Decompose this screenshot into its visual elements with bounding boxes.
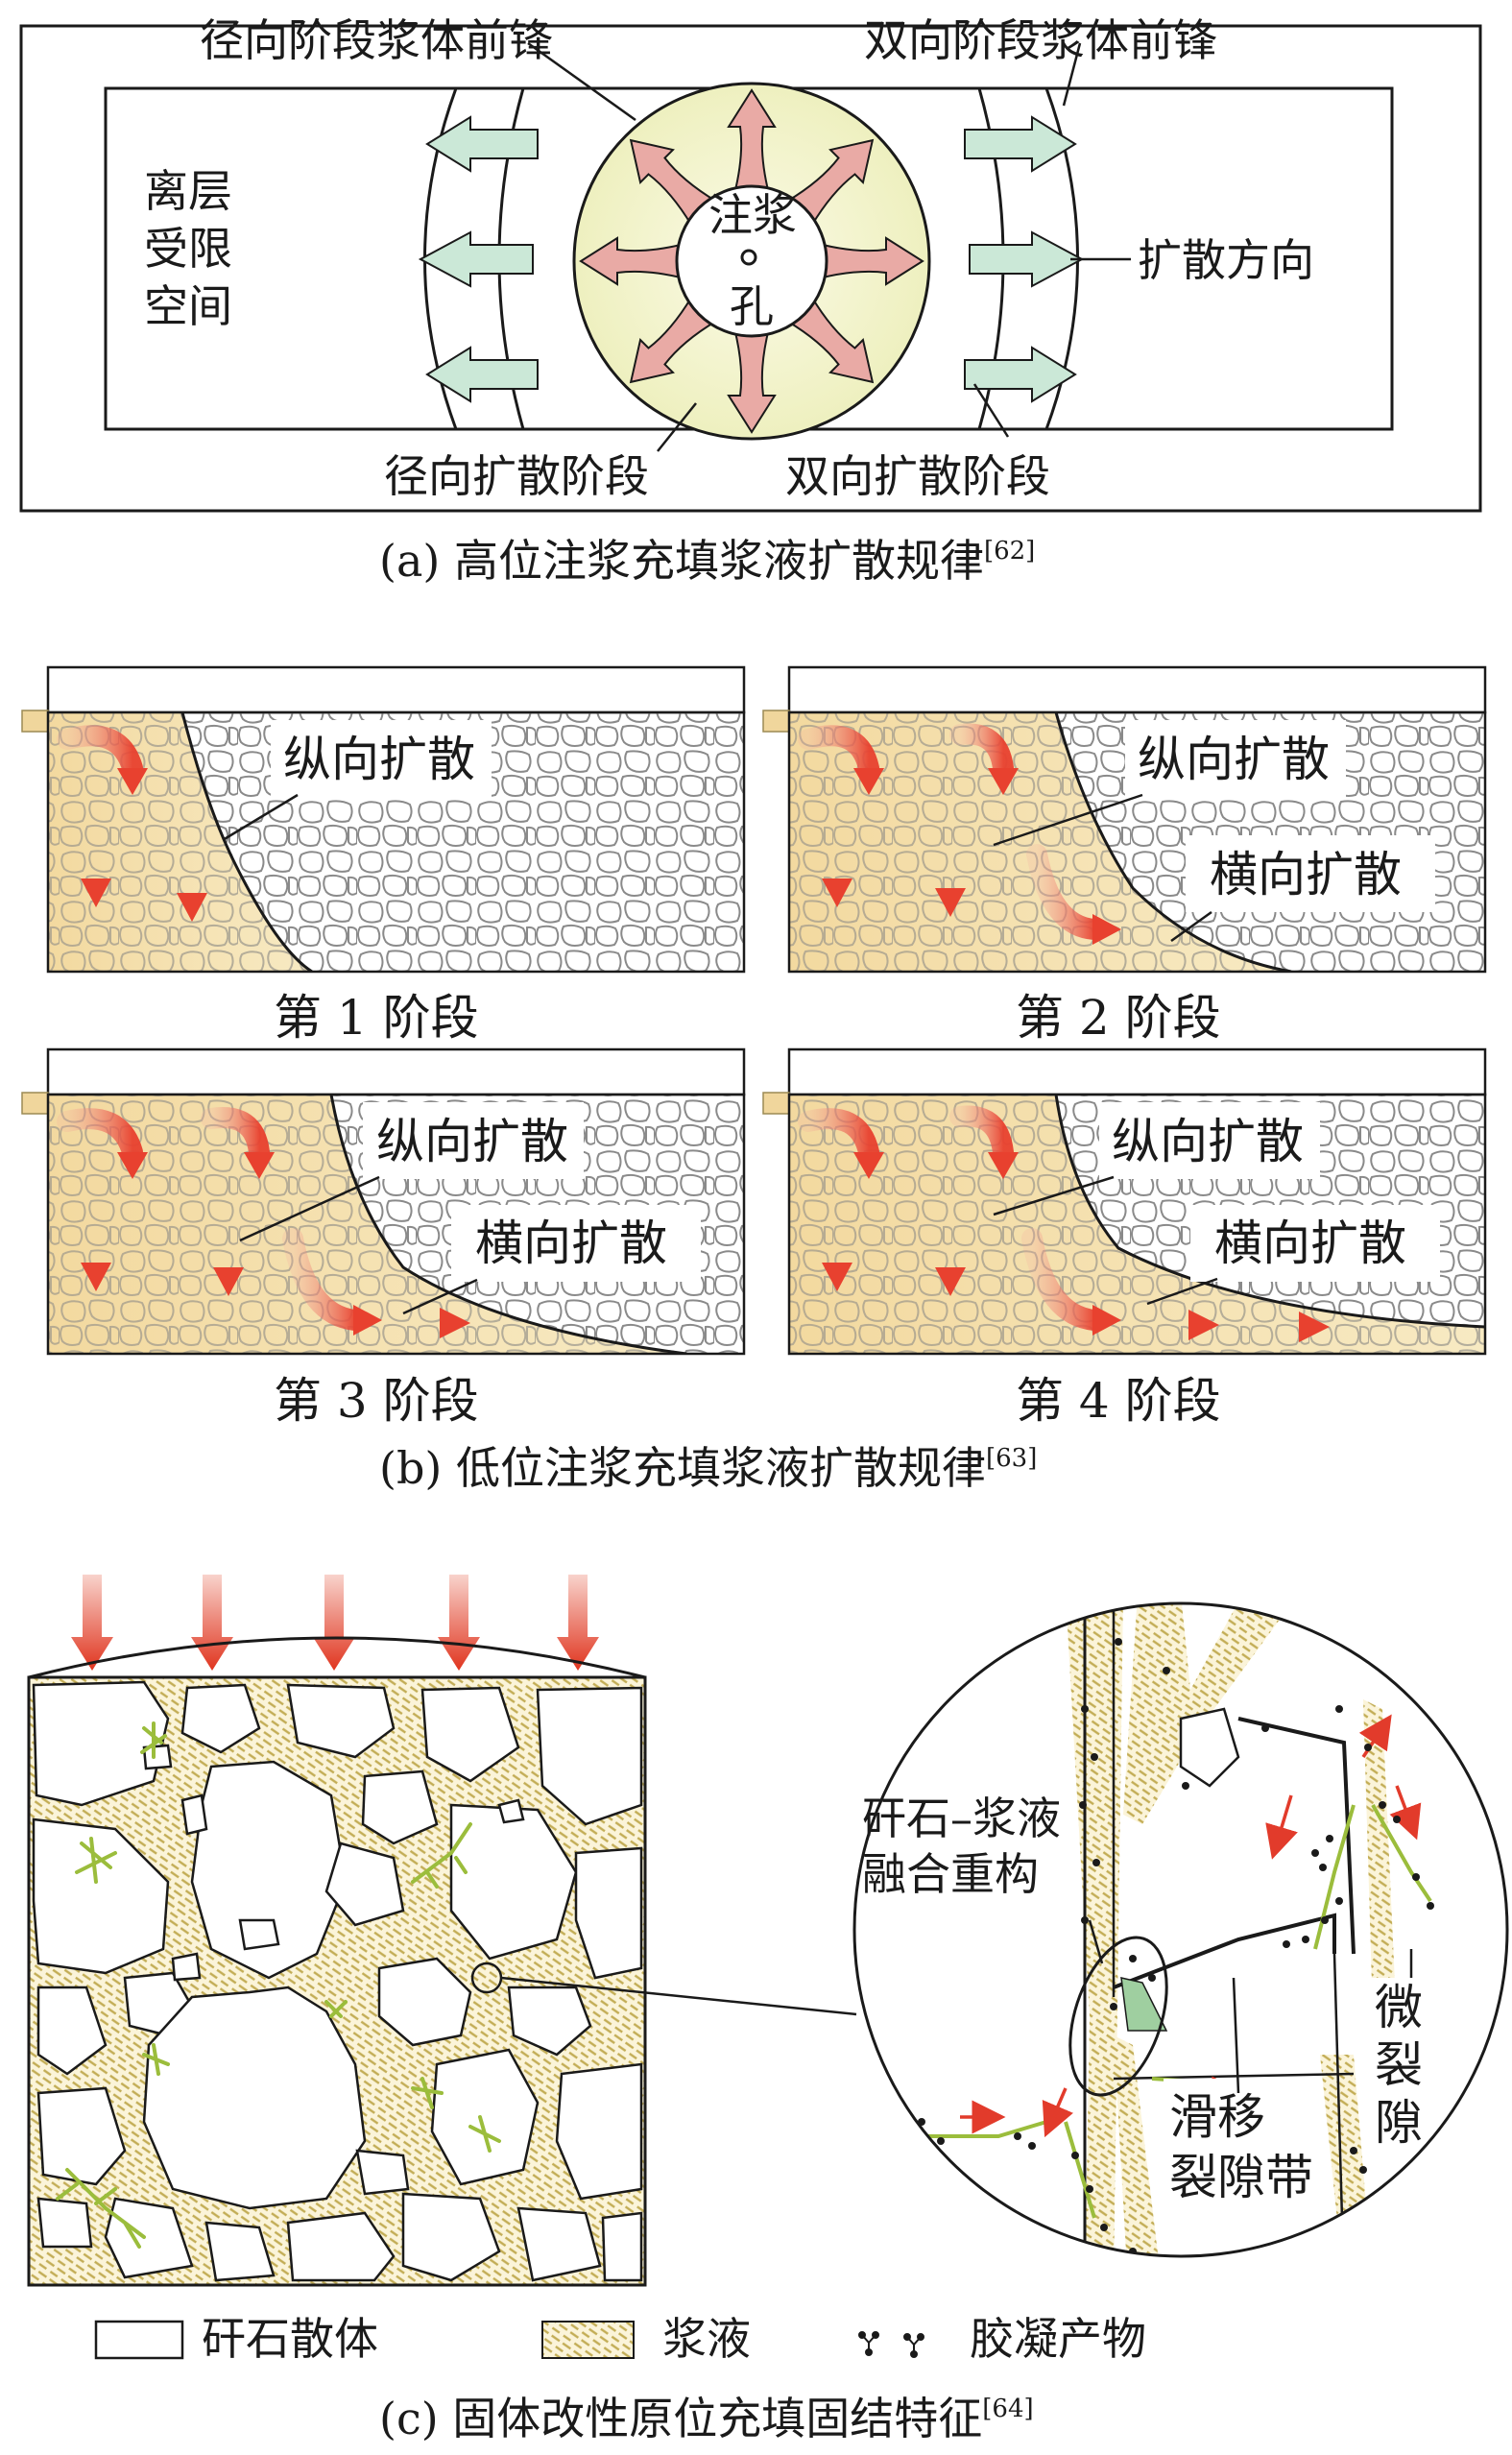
load-arrows [71, 1575, 599, 1671]
micro-fracture-label-2: 裂 [1375, 2037, 1423, 2093]
cement-product-icon [859, 2332, 924, 2357]
stage-2-longitudinal-label: 纵向扩散 [1138, 732, 1330, 787]
stage-4-lateral-label: 横向扩散 [1214, 1215, 1406, 1271]
grout-swatch [542, 2322, 634, 2358]
legend-cement-label: 胶凝产物 [970, 2313, 1146, 2365]
stage-2-lateral-label: 横向扩散 [1210, 847, 1402, 903]
slip-zone-label-2: 裂隙带 [1169, 2150, 1313, 2205]
stage-1-label: 第 1 阶段 [274, 990, 479, 1046]
panel-a: 径向阶段浆体前锋 双向阶段浆体前锋 离层 受限 空间 注浆 孔 扩散方向 径向扩… [21, 14, 1480, 587]
hole-center-icon [742, 251, 756, 264]
stage-2-diagram: 纵向扩散 横向扩散 [763, 667, 1485, 972]
injection-hole-label-1: 注浆 [708, 189, 797, 241]
legend: 矸石散体 浆液 胶凝产物 [96, 2313, 1146, 2365]
fusion-label-2: 融合重构 [862, 1848, 1039, 1900]
radial-front-label: 径向阶段浆体前锋 [200, 14, 553, 66]
separation-label-3: 空间 [144, 280, 232, 332]
stage-1-longitudinal-label: 纵向扩散 [283, 732, 475, 787]
panel-b: 纵向扩散 第 1 阶段 [22, 667, 1485, 1494]
micro-fracture-label-3: 隙 [1375, 2095, 1423, 2151]
stage-4-label: 第 4 阶段 [1016, 1373, 1221, 1429]
fusion-label-1: 矸石–浆液 [862, 1793, 1061, 1844]
bidirectional-stage-label: 双向扩散阶段 [785, 450, 1050, 502]
slip-zone-label-1: 滑移 [1169, 2089, 1265, 2145]
direction-label: 扩散方向 [1138, 234, 1314, 286]
stage-3-lateral-label: 横向扩散 [475, 1215, 667, 1271]
legend-rock-label: 矸石散体 [202, 2313, 378, 2365]
stage-4-longitudinal-label: 纵向扩散 [1112, 1114, 1304, 1169]
stage-3-longitudinal-label: 纵向扩散 [376, 1114, 568, 1169]
micro-fracture-label-1: 微 [1375, 1980, 1423, 2035]
radial-stage-label: 径向扩散阶段 [384, 450, 649, 502]
legend-grout-label: 浆液 [662, 2313, 751, 2365]
panel-c-caption: (c) 固体改性原位充填固结特征[64] [379, 2393, 1034, 2444]
stage-3-diagram: 纵向扩散 横向扩散 [22, 1049, 744, 1354]
panel-b-caption: (b) 低位注浆充填浆液扩散规律[63] [379, 1442, 1037, 1494]
separation-label-1: 离层 [144, 165, 232, 217]
stage-4-diagram: 纵向扩散 横向扩散 [763, 1049, 1485, 1354]
injection-hole-label-2: 孔 [730, 280, 774, 332]
stage-2-label: 第 2 阶段 [1016, 990, 1221, 1046]
rock-swatch [96, 2322, 182, 2358]
stage-3-label: 第 3 阶段 [274, 1373, 479, 1429]
separation-label-2: 受限 [144, 223, 232, 275]
bidirectional-front-label: 双向阶段浆体前锋 [864, 14, 1217, 66]
panel-a-caption: (a) 高位注浆充填浆液扩散规律[62] [379, 535, 1035, 587]
stage-1-diagram: 纵向扩散 [22, 667, 744, 972]
panel-c: 矸石–浆液 融合重构 微 裂 隙 滑移 裂隙带 矸石散体 浆液 胶凝产物 (c)… [29, 1575, 1507, 2444]
